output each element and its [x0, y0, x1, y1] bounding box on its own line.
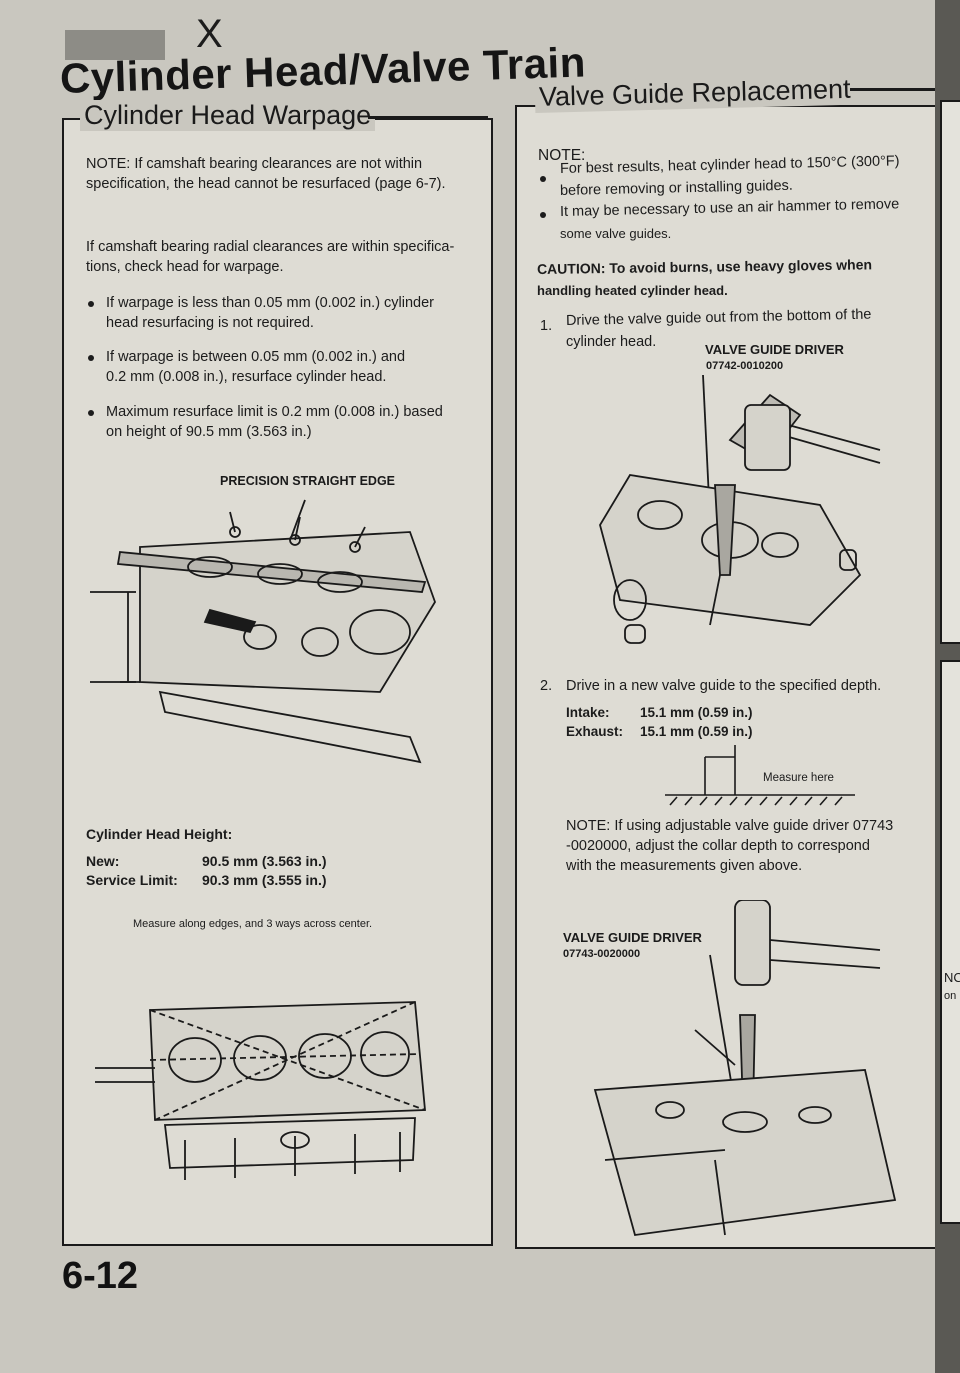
warpage-bullet1-line2: head resurfacing is not required. — [106, 315, 314, 331]
new-label: New: — [86, 853, 120, 869]
warpage-bullet1-line1: If warpage is less than 0.05 mm (0.002 i… — [106, 295, 435, 311]
note2-line2: -0020000, adjust the collar depth to cor… — [566, 838, 870, 854]
warpage-section-title: Cylinder Head Warpage — [80, 100, 376, 131]
bullet-dot — [88, 355, 94, 361]
straight-edge-label: PRECISION STRAIGHT EDGE — [220, 474, 396, 488]
next-page-panel-bottom — [940, 660, 960, 1224]
guide-install-illustration — [593, 900, 897, 1236]
service-limit-value: 90.3 mm (3.555 in.) — [202, 872, 327, 888]
warpage-check-illustration — [90, 499, 436, 764]
cylinder-head-top-view — [95, 1001, 426, 1180]
height-heading: Cylinder Head Height: — [86, 826, 233, 842]
measure-here-label: Measure here — [763, 772, 834, 784]
next-page-panel-top — [940, 100, 960, 644]
exhaust-label: Exhaust: — [566, 724, 624, 739]
intake-label: Intake: — [566, 705, 610, 720]
step2-number: 2. — [540, 678, 553, 694]
guide-removal-illustration — [599, 375, 881, 644]
section-tab-mark — [65, 30, 165, 60]
warpage-title-rule — [368, 116, 488, 119]
service-limit-label: Service Limit: — [86, 872, 178, 888]
new-value: 90.5 mm (3.563 in.) — [202, 853, 327, 869]
edge-text-b: on — [944, 990, 957, 1002]
bullet-dot — [88, 301, 94, 307]
manual-page: X Cylinder Head/Valve Train Cylinder Hea… — [0, 0, 939, 1373]
measure-caption: Measure along edges, and 3 ways across c… — [133, 918, 373, 930]
valve-guide-title-rule — [850, 88, 935, 91]
page-number: 6-12 — [62, 1255, 139, 1297]
intake-value: 15.1 mm (0.59 in.) — [640, 705, 753, 720]
exhaust-value: 15.1 mm (0.59 in.) — [640, 724, 753, 739]
warpage-intro-line2: tions, check head for warpage. — [86, 259, 284, 275]
warpage-bullet3-line1: Maximum resurface limit is 0.2 mm (0.008… — [106, 404, 443, 420]
step1-line2: cylinder head. — [566, 334, 657, 350]
bullet-dot — [540, 212, 546, 218]
tool2-name: VALVE GUIDE DRIVER — [563, 930, 702, 945]
bullet-dot — [540, 176, 546, 182]
warpage-intro-line1: If camshaft bearing radial clearances ar… — [86, 239, 455, 255]
note2-line3: with the measurements given above. — [566, 858, 803, 874]
tool2-number: 07743-0020000 — [563, 948, 641, 960]
warpage-note-line1: NOTE: If camshaft bearing clearances are… — [86, 156, 423, 172]
tool1-name: VALVE GUIDE DRIVER — [705, 342, 844, 357]
warpage-note-line2: specification, the head cannot be resurf… — [86, 176, 446, 192]
corner-x-mark: X — [196, 12, 223, 56]
edge-text-a: NC — [944, 970, 960, 985]
note2-line1: NOTE: If using adjustable valve guide dr… — [566, 818, 894, 834]
step1-number: 1. — [540, 318, 553, 334]
tool1-number: 07742-0010200 — [706, 360, 784, 372]
step2-text: Drive in a new valve guide to the specif… — [566, 678, 882, 694]
warpage-bullet3-line2: on height of 90.5 mm (3.563 in.) — [106, 424, 312, 440]
measure-depth-diagram — [665, 745, 855, 806]
bullet-dot — [88, 410, 94, 416]
valve-note-bullet2-line2: some valve guides. — [560, 226, 672, 241]
caution-line2: handling heated cylinder head. — [537, 283, 728, 298]
valve-note-heading: NOTE: — [538, 147, 586, 164]
warpage-bullet2-line1: If warpage is between 0.05 mm (0.002 in.… — [106, 349, 406, 365]
warpage-bullet2-line2: 0.2 mm (0.008 in.), resurface cylinder h… — [106, 369, 387, 385]
